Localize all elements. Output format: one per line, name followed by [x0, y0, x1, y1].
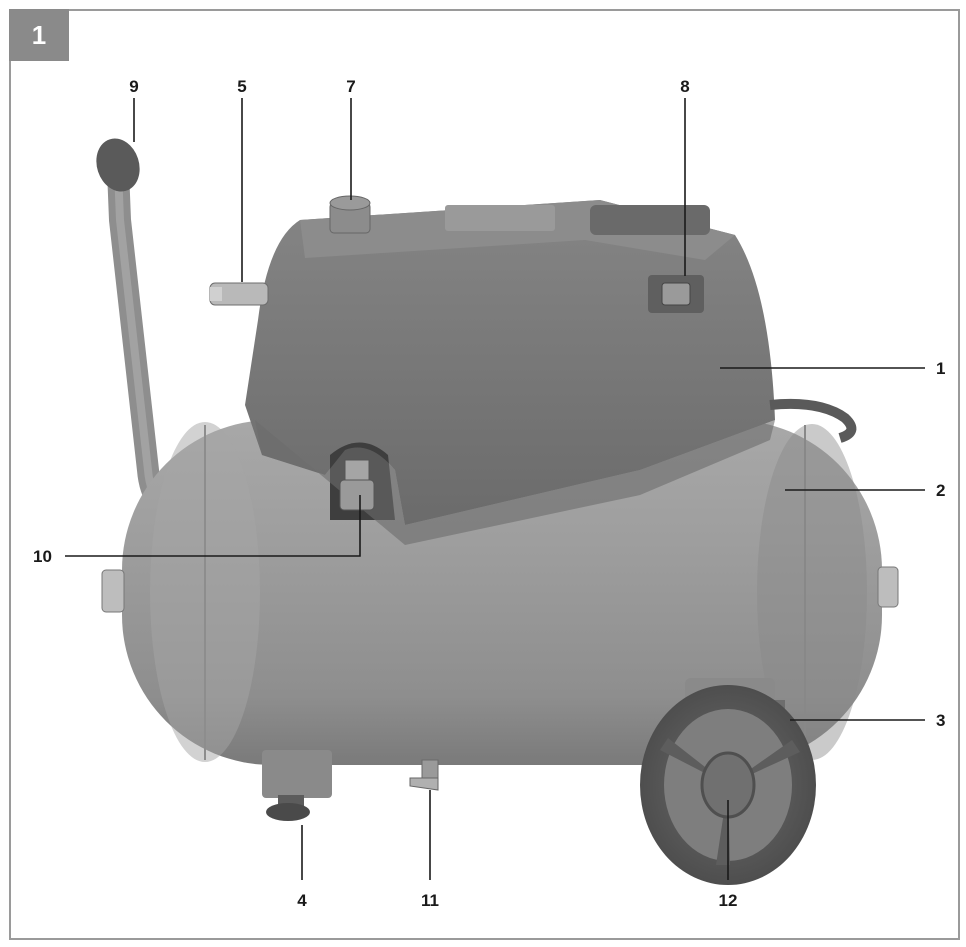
- leader-10: [65, 495, 361, 557]
- figure-number-badge: 1: [9, 9, 69, 61]
- figure-frame: [9, 9, 960, 940]
- drain-valve: [409, 759, 439, 791]
- on-off-switch: [648, 275, 704, 313]
- non-return-valve: [339, 459, 375, 511]
- callout-10: 10: [33, 547, 52, 566]
- callout-3: 3: [936, 711, 945, 730]
- pressure-regulator: [329, 195, 371, 234]
- power-cord: [769, 398, 857, 443]
- callout-7: 7: [346, 77, 355, 96]
- callout-1: 1: [936, 359, 945, 378]
- handle-grip: [96, 138, 140, 192]
- callout-2: 2: [936, 481, 945, 500]
- callout-12: 12: [719, 891, 738, 910]
- wheel: [640, 678, 816, 885]
- callout-4: 4: [297, 891, 307, 910]
- foot: [262, 750, 332, 821]
- callout-11: 11: [421, 891, 439, 910]
- quick-coupling: [209, 282, 269, 306]
- callout-5: 5: [237, 77, 246, 96]
- callout-9: 9: [129, 77, 138, 96]
- callout-8: 8: [680, 77, 689, 96]
